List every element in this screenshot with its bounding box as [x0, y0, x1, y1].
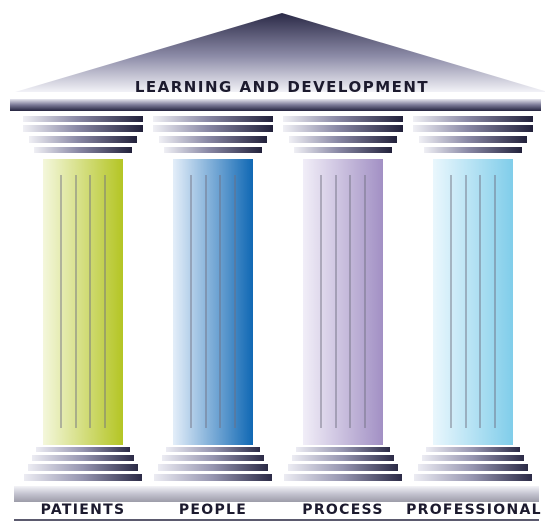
- capital-band: [283, 125, 403, 132]
- base-step: [414, 474, 532, 481]
- capital-band: [23, 125, 143, 132]
- capital-band: [34, 147, 132, 153]
- base-step: [36, 447, 130, 452]
- capital-band: [23, 116, 143, 122]
- pillar-patients: [23, 116, 143, 481]
- capital-band: [159, 136, 267, 143]
- capital-band: [413, 125, 533, 132]
- capital-band: [289, 136, 397, 143]
- ground-plinth: [14, 486, 539, 502]
- base-step: [24, 474, 142, 481]
- capital-band: [283, 116, 403, 122]
- capital-band: [413, 116, 533, 122]
- base-step: [422, 455, 524, 461]
- pillar-label-process: PROCESS: [302, 502, 383, 518]
- capital-band: [164, 147, 262, 153]
- base-step: [284, 474, 402, 481]
- entablature-slab: [10, 99, 541, 111]
- pillar-process: [283, 116, 403, 481]
- capital-band: [29, 136, 137, 143]
- capital-band: [153, 116, 273, 122]
- capital-band: [419, 136, 527, 143]
- pillar-shaft-patients: [43, 159, 123, 445]
- base-step: [288, 464, 398, 471]
- base-step: [158, 464, 268, 471]
- base-step: [32, 455, 134, 461]
- pillar-professional: [413, 116, 533, 481]
- pillar-label-patients: PATIENTS: [41, 502, 126, 518]
- base-step: [418, 464, 528, 471]
- pillar-shaft-professional: [433, 159, 513, 445]
- base-step: [154, 474, 272, 481]
- roof-pediment: [15, 13, 545, 92]
- pillar-label-professional: PROFESSIONAL: [406, 502, 542, 518]
- base-step: [426, 447, 520, 452]
- pillar-shaft-people: [173, 159, 253, 445]
- capital-band: [153, 125, 273, 132]
- capital-band: [424, 147, 522, 153]
- pillar-label-people: PEOPLE: [179, 502, 247, 518]
- base-step: [292, 455, 394, 461]
- base-step: [162, 455, 264, 461]
- base-step: [296, 447, 390, 452]
- roof-title: LEARNING AND DEVELOPMENT: [135, 78, 429, 96]
- base-step: [166, 447, 260, 452]
- pillar-people: [153, 116, 273, 481]
- pillar-shaft-process: [303, 159, 383, 445]
- capital-band: [294, 147, 392, 153]
- base-step: [28, 464, 138, 471]
